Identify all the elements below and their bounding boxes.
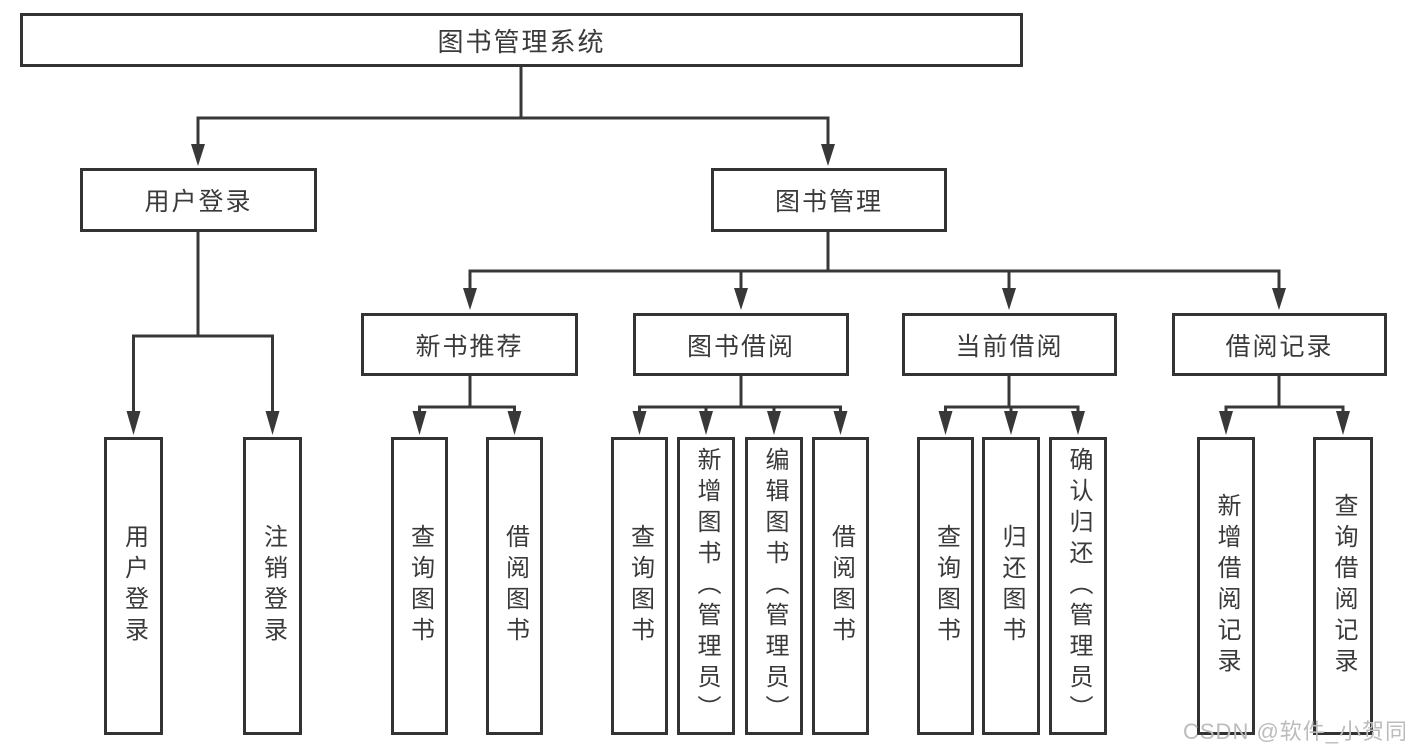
node-book-borrowing: 图书借阅 (633, 313, 849, 376)
node-label: 新增借阅记录 (1213, 493, 1240, 679)
node-borrowing-query-books: 查询图书 (611, 437, 668, 735)
node-borrowing-borrow-books: 借阅图书 (812, 437, 869, 735)
node-borrowing-records: 借阅记录 (1172, 313, 1387, 376)
node-library-system: 图书管理系统 (20, 13, 1023, 67)
node-recommend-borrow-books: 借阅图书 (486, 437, 543, 735)
node-label: 借阅图书 (501, 524, 529, 648)
node-user-login: 用户登录 (80, 168, 317, 232)
node-records-add-record: 新增借阅记录 (1197, 437, 1255, 735)
node-label: 查询图书 (932, 524, 960, 648)
node-current-borrowing: 当前借阅 (902, 313, 1117, 376)
node-book-management: 图书管理 (711, 168, 947, 232)
node-label: 新增图书（管理员） (693, 446, 720, 726)
node-label: 查询图书 (626, 524, 654, 648)
node-current-return-books: 归还图书 (982, 437, 1040, 735)
node-label: 注销登录 (259, 524, 287, 648)
node-label: 借阅图书 (827, 524, 855, 648)
node-label: 图书管理 (774, 188, 883, 216)
node-label: 借阅记录 (1225, 332, 1334, 361)
node-borrowing-edit-books: 编辑图书（管理员） (745, 437, 803, 735)
node-label: 确认归还（管理员） (1065, 446, 1092, 726)
node-current-query-books: 查询图书 (917, 437, 974, 735)
node-label: 查询图书 (406, 524, 434, 648)
node-new-book-recommend: 新书推荐 (361, 313, 578, 376)
node-label: 查询借阅记录 (1330, 493, 1357, 679)
arrow-heads (126, 144, 1350, 435)
node-recommend-query-books: 查询图书 (391, 437, 448, 735)
node-leaf-user-login: 用户登录 (104, 437, 163, 735)
node-label: 新书推荐 (415, 332, 524, 361)
node-label: 归还图书 (998, 524, 1025, 648)
node-label: 用户登录 (144, 188, 253, 216)
node-label: 用户登录 (120, 524, 148, 648)
node-label: 图书管理系统 (437, 26, 606, 57)
node-records-query-record: 查询借阅记录 (1313, 437, 1373, 735)
node-leaf-logout: 注销登录 (243, 437, 302, 735)
watermark: CSDN @软件_小贺同学 (1183, 719, 1405, 744)
node-label: 编辑图书（管理员） (761, 446, 788, 726)
node-current-confirm-return: 确认归还（管理员） (1049, 437, 1107, 735)
connector-lines (132, 67, 1345, 418)
node-label: 当前借阅 (955, 332, 1064, 361)
node-borrowing-add-books: 新增图书（管理员） (677, 437, 735, 735)
node-label: 图书借阅 (686, 332, 795, 361)
